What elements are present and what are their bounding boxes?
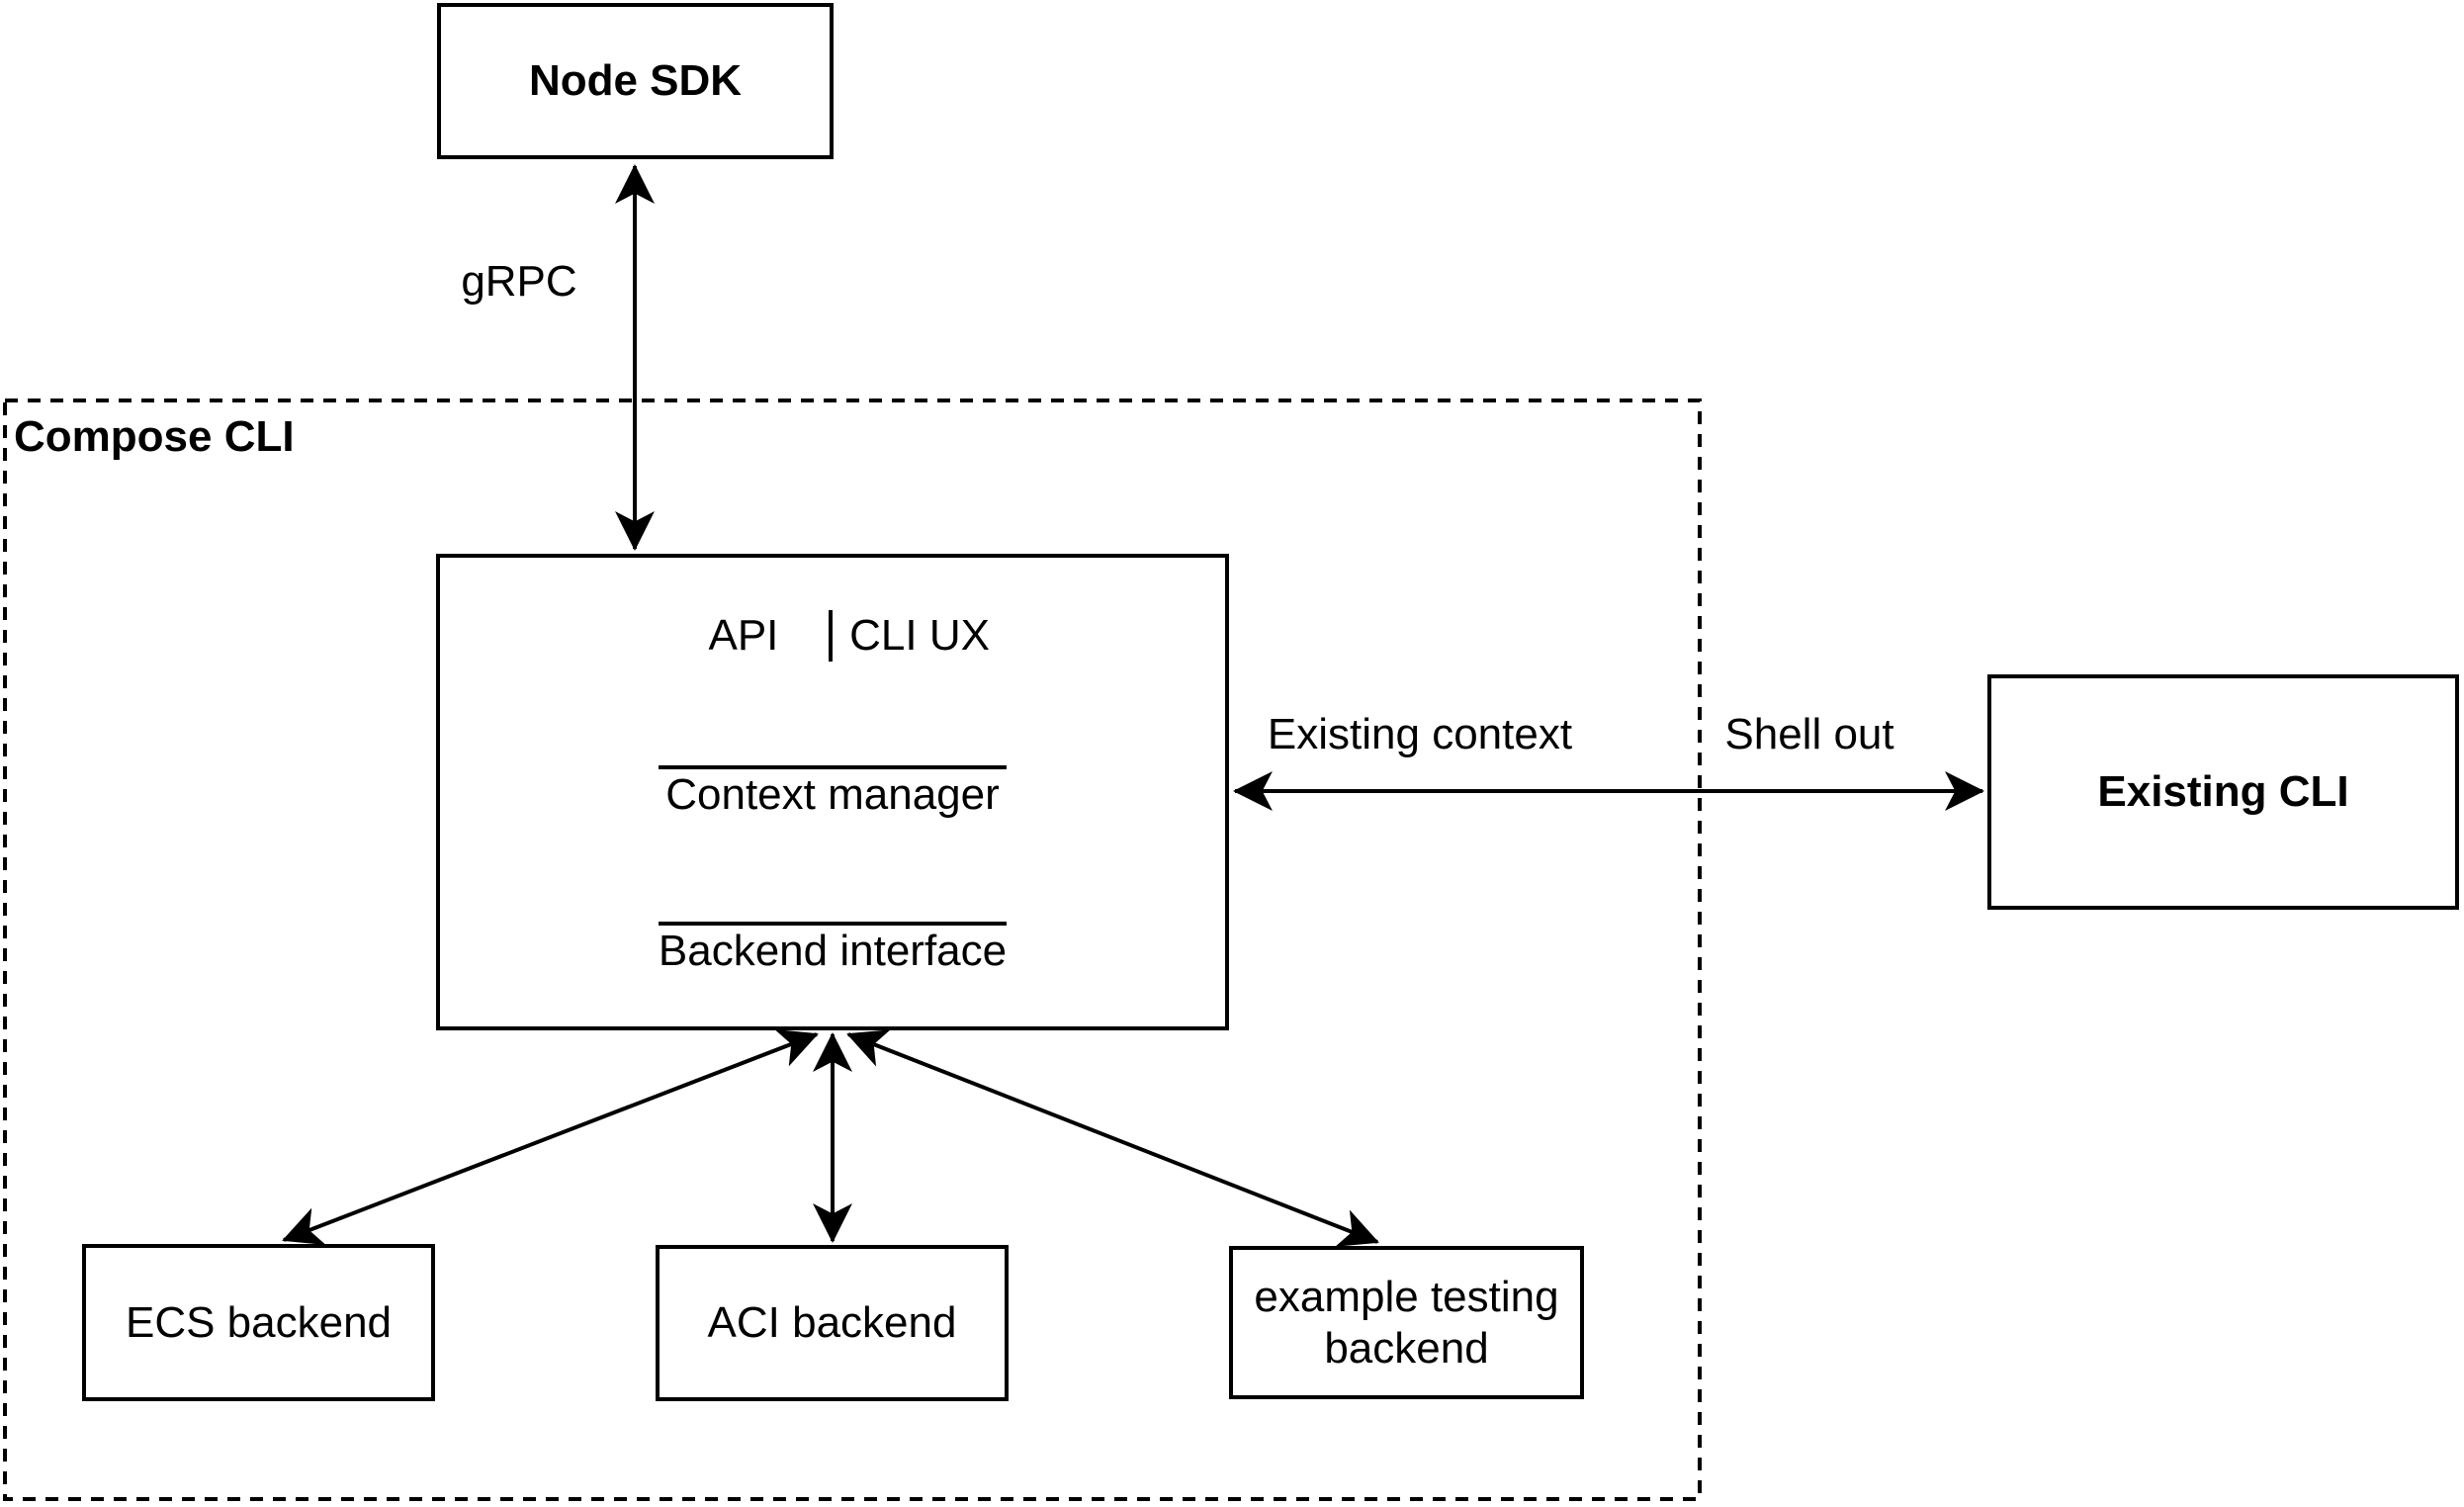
node-sdk-box: Node SDK bbox=[437, 3, 834, 159]
context-manager-box: Context manager bbox=[658, 764, 1008, 821]
context-manager-label: Context manager bbox=[665, 769, 1000, 819]
cli-ux-label: CLI UX bbox=[849, 611, 990, 661]
compose-cli-container-border bbox=[3, 399, 1702, 1501]
existing-cli-label: Existing CLI bbox=[2097, 767, 2349, 817]
api-label: API bbox=[708, 611, 779, 661]
existing-context-edge-label: Existing context bbox=[1267, 710, 1573, 758]
grpc-edge-label: gRPC bbox=[461, 257, 577, 306]
example-backend-arrow bbox=[846, 1029, 1379, 1247]
backend-interface-box: Backend interface bbox=[658, 921, 1008, 977]
api-cliux-row: API CLI UX bbox=[659, 610, 1007, 662]
existing-cli-box: Existing CLI bbox=[1987, 674, 2459, 910]
compose-cli-container-label: Compose CLI bbox=[14, 412, 295, 461]
cli-ux-box: CLI UX bbox=[833, 610, 1007, 662]
example-testing-backend-label: example testing backend bbox=[1254, 1272, 1559, 1373]
node-sdk-label: Node SDK bbox=[528, 56, 743, 106]
backend-interface-label: Backend interface bbox=[658, 926, 1008, 975]
ecs-backend-arrow bbox=[282, 1029, 819, 1245]
api-box: API bbox=[659, 610, 833, 662]
compose-cli-core-box: API CLI UX Context manager Backend inter… bbox=[436, 554, 1229, 1030]
aci-backend-box: ACI backend bbox=[656, 1245, 1009, 1401]
ecs-backend-label: ECS backend bbox=[125, 1297, 393, 1347]
ecs-backend-box: ECS backend bbox=[82, 1244, 435, 1401]
example-testing-backend-box: example testing backend bbox=[1229, 1246, 1584, 1399]
shell-out-edge-label: Shell out bbox=[1724, 710, 1894, 758]
aci-backend-label: ACI backend bbox=[707, 1298, 957, 1348]
